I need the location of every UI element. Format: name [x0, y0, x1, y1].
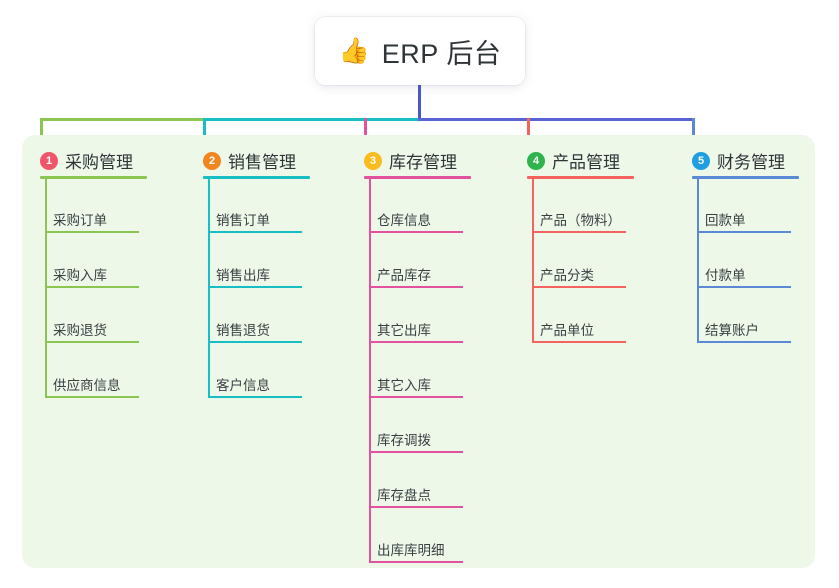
column-badge-4: 4: [527, 151, 545, 170]
leaf-item[interactable]: 其它入库: [377, 378, 431, 393]
column-spine-1: [45, 178, 47, 398]
column-header-2[interactable]: 2 销售管理: [203, 148, 296, 173]
column-spine-5: [697, 178, 699, 343]
leaf-underline: [697, 341, 791, 343]
column-spine-2: [208, 178, 210, 398]
root-node-title: ERP 后台: [381, 38, 502, 69]
leaf-item[interactable]: 销售订单: [216, 213, 270, 228]
column-title-3: 库存管理: [389, 153, 457, 172]
leaf-item[interactable]: 结算账户: [705, 323, 759, 338]
leaf-item[interactable]: 库存盘点: [377, 488, 431, 503]
column-rule-3: [364, 176, 471, 179]
leaf-underline: [697, 286, 791, 288]
bus-segment-2: [203, 118, 418, 121]
leaf-item[interactable]: 其它出库: [377, 323, 431, 338]
leaf-item[interactable]: 产品分类: [540, 268, 594, 283]
branch-stub-2: [203, 118, 206, 149]
leaf-underline: [697, 231, 791, 233]
leaf-underline: [208, 231, 302, 233]
leaf-item[interactable]: 产品（物料）: [540, 213, 621, 228]
branch-stub-4: [527, 118, 530, 149]
leaf-underline: [208, 396, 302, 398]
column-header-1[interactable]: 1 采购管理: [40, 148, 133, 173]
leaf-underline: [532, 286, 626, 288]
leaf-item[interactable]: 采购入库: [53, 268, 107, 283]
leaf-underline: [369, 506, 463, 508]
column-badge-2: 2: [203, 151, 221, 170]
leaf-underline: [208, 286, 302, 288]
leaf-item[interactable]: 客户信息: [216, 378, 270, 393]
branch-stub-1: [40, 118, 43, 149]
leaf-item[interactable]: 付款单: [705, 268, 746, 283]
column-header-3[interactable]: 3 库存管理: [364, 148, 457, 173]
leaf-item[interactable]: 供应商信息: [53, 378, 121, 393]
column-badge-3: 3: [364, 151, 382, 170]
leaf-underline: [369, 341, 463, 343]
thumbs-up-icon: 👍: [338, 36, 370, 65]
column-spine-3: [369, 178, 371, 563]
leaf-underline: [45, 396, 139, 398]
leaf-underline: [45, 286, 139, 288]
leaf-underline: [532, 231, 626, 233]
leaf-underline: [45, 231, 139, 233]
column-header-5[interactable]: 5 财务管理: [692, 148, 785, 173]
column-rule-5: [692, 176, 799, 179]
leaf-underline: [369, 286, 463, 288]
branch-stub-3: [364, 118, 367, 149]
column-badge-5: 5: [692, 151, 710, 170]
leaf-item[interactable]: 回款单: [705, 213, 746, 228]
leaf-item[interactable]: 销售出库: [216, 268, 270, 283]
leaf-item[interactable]: 采购退货: [53, 323, 107, 338]
column-title-4: 产品管理: [552, 153, 620, 172]
leaf-underline: [369, 396, 463, 398]
column-title-1: 采购管理: [65, 153, 133, 172]
branches-panel: [22, 135, 815, 568]
column-badge-1: 1: [40, 151, 58, 170]
root-drop-line: [418, 85, 421, 120]
leaf-item[interactable]: 仓库信息: [377, 213, 431, 228]
column-rule-4: [527, 176, 634, 179]
leaf-item[interactable]: 产品库存: [377, 268, 431, 283]
leaf-underline: [208, 341, 302, 343]
leaf-underline: [369, 231, 463, 233]
branch-stub-5: [692, 118, 695, 149]
column-spine-4: [532, 178, 534, 343]
leaf-item[interactable]: 产品单位: [540, 323, 594, 338]
column-header-4[interactable]: 4 产品管理: [527, 148, 620, 173]
leaf-underline: [369, 561, 463, 563]
column-title-2: 销售管理: [228, 153, 296, 172]
leaf-underline: [532, 341, 626, 343]
bus-segment-1: [40, 118, 203, 121]
leaf-item[interactable]: 采购订单: [53, 213, 107, 228]
leaf-underline: [369, 451, 463, 453]
root-node[interactable]: 👍 ERP 后台: [315, 17, 525, 85]
leaf-underline: [45, 341, 139, 343]
column-rule-1: [40, 176, 147, 179]
bus-segment-3: [418, 118, 694, 121]
column-rule-2: [203, 176, 310, 179]
leaf-item[interactable]: 库存调拨: [377, 433, 431, 448]
column-title-5: 财务管理: [717, 153, 785, 172]
leaf-item[interactable]: 出库库明细: [377, 543, 445, 558]
leaf-item[interactable]: 销售退货: [216, 323, 270, 338]
